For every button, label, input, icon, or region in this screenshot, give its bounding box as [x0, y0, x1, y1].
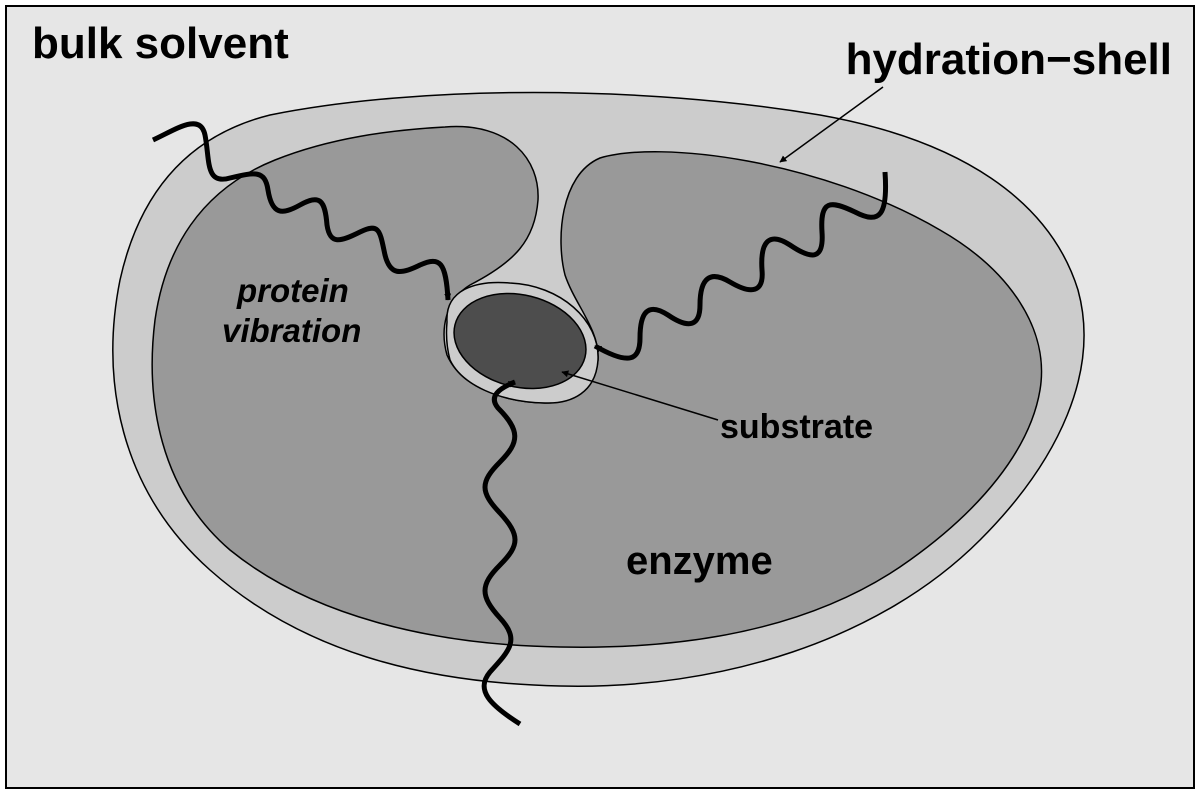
- label-enzyme: enzyme: [626, 539, 773, 583]
- label-vibration: vibration: [222, 312, 361, 349]
- vibration-wave-left: [151, 121, 452, 301]
- substrate-pointer: [561, 370, 719, 421]
- vibration-wave-right: [593, 171, 889, 361]
- label-hydration-shell: hydration−shell: [846, 35, 1172, 84]
- label-protein: protein: [236, 272, 349, 309]
- label-bulk-solvent: bulk solvent: [32, 19, 289, 68]
- hydration-shell-pointer: [779, 86, 884, 163]
- vibration-wave-bottom: [481, 379, 522, 727]
- enzyme-region: [151, 125, 1043, 648]
- label-substrate: substrate: [720, 408, 873, 446]
